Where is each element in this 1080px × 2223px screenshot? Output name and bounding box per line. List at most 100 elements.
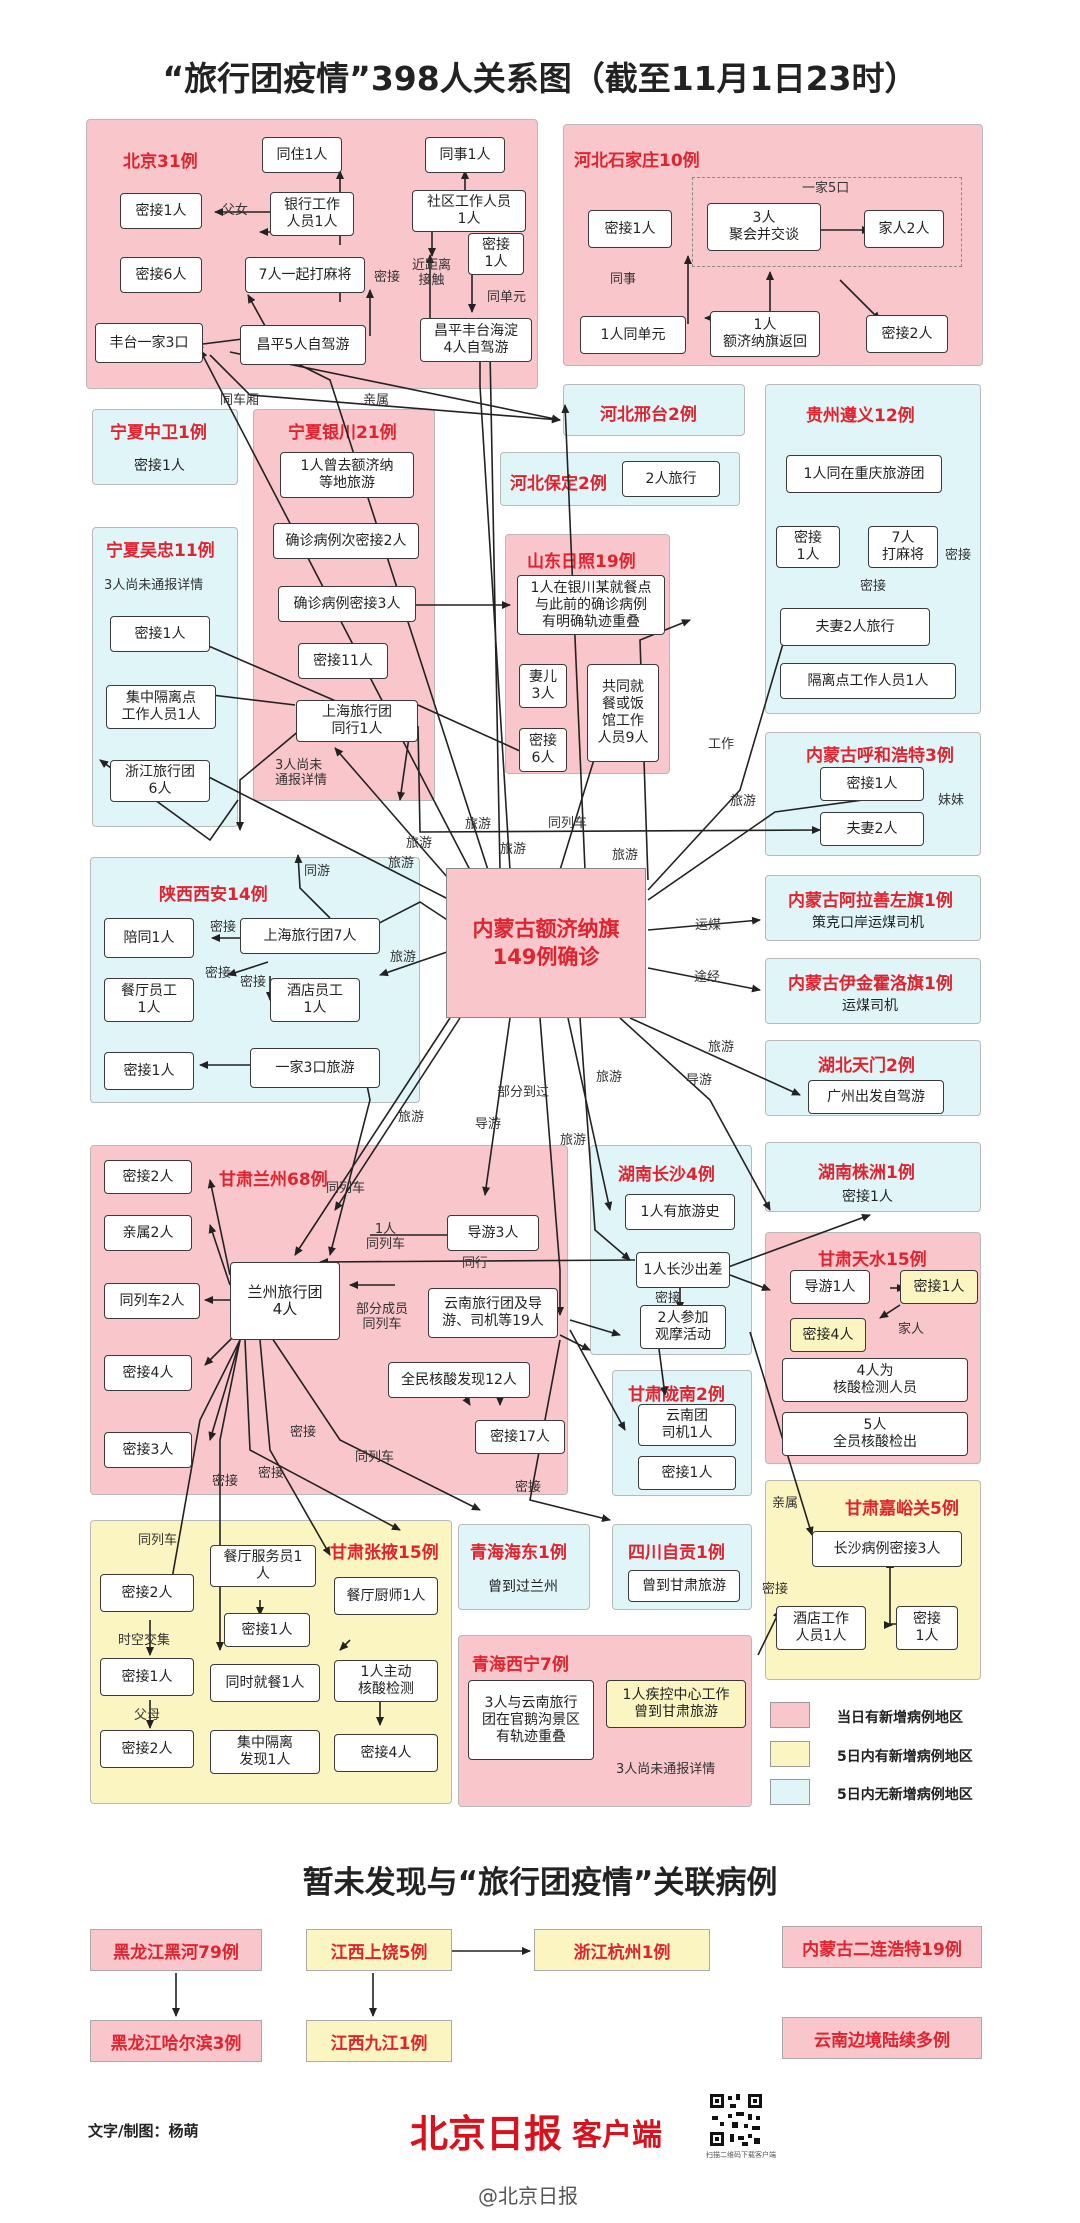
region-title-hebei-xingtai: 河北邢台2例 [600, 405, 697, 425]
node-xa-canting: 餐厅员工 1人 [104, 978, 194, 1022]
node-lz-daoyou3: 导游3人 [447, 1215, 539, 1251]
note-lz-tonghang: 同行 [462, 1256, 489, 1271]
region-title-ningxia-zhongwei: 宁夏中卫1例 [110, 423, 207, 443]
note-zy-tonglieche: 同列车 [138, 1533, 178, 1548]
edge-label-bufen: 部分到过 [497, 1085, 550, 1100]
node-jyg-changsha: 长沙病例密接3人 [812, 1531, 962, 1567]
edge-label-lvyou1: 旅游 [406, 836, 433, 851]
note-sjz-tongshi: 同事 [610, 272, 637, 287]
node-xn-3ren: 3人与云南旅行 团在官鹅沟景区 有轨迹重叠 [468, 1680, 594, 1760]
node-sjz-mijie: 密接1人 [588, 210, 672, 248]
node-jyg-jiudian: 酒店工作 人员1人 [776, 1606, 866, 1650]
note-xa-mijie1: 密接 [210, 920, 237, 935]
edge-label-gongzuo: 工作 [708, 737, 735, 752]
note-lz-mijie-d: 密接 [515, 1480, 542, 1495]
unrelated-hlj-haerbin: 黑龙江哈尔滨3例 [90, 2020, 262, 2062]
logo-beijing-daily: 北京日报 [410, 2111, 563, 2156]
node-lz-quanyuan: 全民核酸发现12人 [388, 1362, 530, 1398]
note-bj-jjl: 近距离 接触 [412, 258, 452, 288]
group-sjz-family [692, 177, 962, 267]
node-xa-peitong: 陪同1人 [104, 918, 194, 958]
node-zy-fuqi: 夫妻2人旅行 [780, 608, 930, 646]
note-sjz-yijia: 一家5口 [802, 181, 850, 196]
node-ln-mijie: 密接1人 [638, 1456, 736, 1490]
unrelated-hlj-heihe: 黑龙江黑河79例 [90, 1929, 262, 1971]
node-hh-fuqi: 夫妻2人 [820, 812, 924, 846]
node-bj-cp4: 昌平丰台海淀 4人自驾游 [420, 318, 532, 362]
unrelated-jx-jiujiang: 江西九江1例 [306, 2020, 452, 2062]
node-zw-mijie: 密接1人 [134, 458, 185, 474]
logo-client-suffix: 客户端 [572, 2118, 662, 2153]
note-lz-tonglieche2: 同列车 [355, 1450, 395, 1465]
node-lz-lvxingtuan: 兰州旅行团 4人 [230, 1262, 340, 1340]
region-title-hebei-baoding: 河北保定2例 [510, 474, 607, 494]
note-lz-bufen: 部分成员 同列车 [356, 1302, 409, 1332]
node-bj-majiang: 7人一起打麻将 [245, 257, 365, 293]
edge-label-lvyou6: 旅游 [730, 794, 757, 809]
note-zy-shikong: 时空交集 [118, 1633, 171, 1648]
node-zy-zhudong: 1人主动 核酸检测 [334, 1660, 438, 1702]
region-title-guizhou-zunyi: 贵州遵义12例 [806, 406, 915, 426]
edge-label-lvyou5: 旅游 [612, 848, 639, 863]
region-nm-yijinhuoluo [765, 958, 981, 1024]
note-lz-mijie-a: 密接 [290, 1425, 317, 1440]
node-sjz-mijie2: 密接2人 [866, 315, 948, 353]
node-zy-7ren: 7人 打麻将 [868, 526, 938, 568]
legend-label-cyan: 5日内无新增病例地区 [837, 1787, 973, 1803]
note-ts-jiaren: 家人 [898, 1322, 925, 1337]
legend-swatch-red [770, 1702, 810, 1728]
region-title-hubei-tianmen: 湖北天门2例 [818, 1056, 915, 1076]
node-sjz-tongdan: 1人同单元 [580, 316, 686, 354]
note-zy-mijie: 密接 [945, 548, 972, 563]
node-lz-yunnan: 云南旅行团及导 游、司机等19人 [428, 1288, 558, 1338]
node-bj-tongshi: 同事1人 [425, 137, 505, 173]
node-rz-mijie6: 密接 6人 [519, 728, 567, 772]
node-yc-queren2: 确诊病例次密接2人 [273, 523, 419, 559]
edge-label-tongchexiang: 同车厢 [220, 393, 260, 408]
node-zy-mijie1b: 密接1人 [224, 1613, 310, 1647]
node-sjz-fanhui: 1人 额济纳旗返回 [710, 311, 820, 357]
node-zy-geli: 隔离点工作人员1人 [780, 663, 956, 699]
node-bj-tongzhu: 同住1人 [262, 137, 342, 173]
node-cs-guanyan: 2人参加 观摩活动 [640, 1305, 726, 1349]
region-title-ningxia-yinchuan: 宁夏银川21例 [288, 423, 397, 443]
node-hh-mijie: 密接1人 [820, 767, 924, 801]
node-lz-tonglie: 同列车2人 [104, 1283, 200, 1319]
node-bj-changping: 昌平5人自驾游 [240, 325, 366, 365]
unrelated-zj-hangzhou: 浙江杭州1例 [534, 1929, 710, 1971]
region-title-sichuan-zigong: 四川自贡1例 [628, 1543, 725, 1563]
note-bj-mijie-lbl: 密接 [374, 270, 401, 285]
node-bj-yinhang: 银行工作 人员1人 [270, 192, 354, 236]
note-yc-3ren: 3人尚未 通报详情 [275, 758, 328, 788]
node-wz-jizhong: 集中隔离点 工作人员1人 [106, 685, 216, 729]
node-hn-zz: 密接1人 [842, 1189, 893, 1205]
node-sjz-3ren: 3人 聚会并交谈 [707, 203, 821, 251]
region-title-hebei-shijiazhuang: 河北石家庄10例 [574, 151, 700, 171]
edge-label-qinshu: 亲属 [363, 393, 390, 408]
note-wz-3ren: 3人尚未通报详情 [104, 578, 204, 593]
note-lz-mijie-b: 密接 [258, 1466, 285, 1481]
note-jyg-qinshu: 亲属 [772, 1496, 799, 1511]
edge-label-tujing: 途经 [694, 970, 721, 985]
node-bj-mijie6: 密接6人 [120, 257, 202, 293]
node-zy-mijie1: 密接1人 [100, 1658, 194, 1696]
node-bj-shequ: 社区工作人员 1人 [412, 190, 526, 232]
node-xa-jiudian: 酒店员工 1人 [270, 978, 360, 1022]
qr-caption: 扫描二维码下载客户端 [706, 2151, 776, 2159]
note-lz-1ren: 1人 同列车 [366, 1222, 406, 1252]
region-title-nm-hohhot: 内蒙古呼和浩特3例 [806, 746, 954, 766]
node-xa-shanghai: 上海旅行团7人 [240, 918, 380, 954]
legend-label-yellow: 5日内有新增病例地区 [837, 1749, 973, 1765]
credit: 文字/制图：杨萌 [88, 2122, 199, 2140]
region-title-qinghai-haidong: 青海海东1例 [470, 1543, 567, 1563]
note-xa-tongyou: 同游 [304, 864, 331, 879]
node-bj-fengtai: 丰台一家3口 [95, 323, 203, 363]
unrelated-yn-bianjing: 云南边境陆续多例 [782, 2017, 982, 2059]
edge-label-daoyou2: 导游 [686, 1073, 713, 1088]
node-alz-siji: 策克口岸运煤司机 [812, 915, 924, 931]
node-tm-guangzhou: 广州出发自驾游 [808, 1080, 944, 1114]
edge-label-lvyou9: 旅游 [596, 1070, 623, 1085]
node-lz-mijie4: 密接4人 [104, 1355, 192, 1391]
